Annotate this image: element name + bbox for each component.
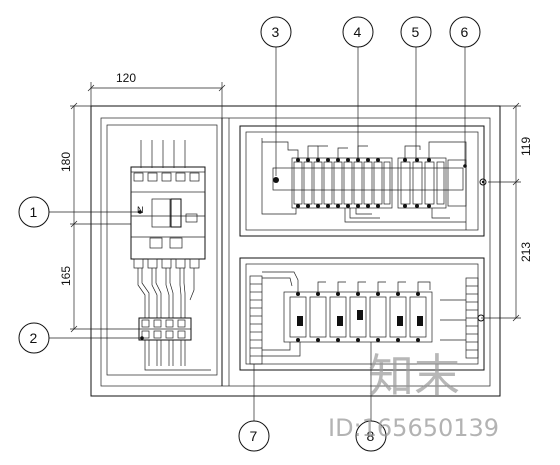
callout-1: 1 [18, 196, 142, 228]
upper-panel-screw-right [479, 178, 487, 186]
dim-top-width: 120 [116, 71, 136, 85]
terminal-block [138, 317, 192, 341]
breaker-n-label: N [137, 205, 144, 215]
dimension-top [87, 82, 226, 118]
svg-text:1: 1 [30, 204, 38, 220]
callout-8: 8 [355, 342, 387, 452]
svg-text:4: 4 [354, 24, 362, 40]
upper-distribution-panel [239, 125, 485, 237]
lower-left-terminal-strip [249, 275, 263, 365]
dim-left-lower: 165 [59, 266, 73, 286]
callout-6: 6 [449, 16, 481, 168]
enclosure-outer [90, 105, 501, 397]
svg-text:6: 6 [461, 24, 469, 40]
enclosure-inner [100, 117, 491, 387]
watermark-id: ID:165650139 [328, 414, 499, 442]
lower-breaker-row [283, 291, 433, 343]
upper-breaker-terminals [296, 158, 431, 208]
lower-breaker-terminals [296, 292, 420, 342]
dim-left-upper: 180 [59, 152, 73, 172]
dim-right-upper: 119 [519, 137, 533, 156]
watermark-logo: 知末 [368, 349, 460, 403]
callout-4: 4 [342, 16, 374, 160]
lower-right-terminal-strip [465, 277, 479, 359]
lower-distribution-panel [239, 257, 485, 371]
incoming-cables [140, 140, 186, 168]
svg-text:3: 3 [272, 24, 280, 40]
upper-breaker-row [291, 157, 467, 209]
svg-text:5: 5 [412, 24, 420, 40]
left-panel-frame [106, 124, 218, 376]
callout-5: 5 [400, 16, 432, 160]
upper-panel-inner [245, 131, 479, 231]
lower-wiring [262, 271, 466, 357]
dimension-left [70, 102, 139, 333]
outgoing-cables [144, 340, 211, 371]
breaker-output-cables [137, 268, 195, 318]
svg-text:7: 7 [250, 428, 258, 444]
callout-3: 3 [260, 16, 292, 176]
main-breaker [130, 166, 206, 269]
svg-text:2: 2 [30, 330, 38, 346]
upper-panel-screw-left [273, 177, 279, 183]
svg-text:8: 8 [367, 428, 375, 444]
callout-2: 2 [18, 322, 144, 354]
dimension-right [481, 102, 521, 322]
callout-7: 7 [238, 364, 270, 452]
upper-din-rail [272, 167, 464, 191]
dim-right-lower: 213 [519, 242, 533, 262]
